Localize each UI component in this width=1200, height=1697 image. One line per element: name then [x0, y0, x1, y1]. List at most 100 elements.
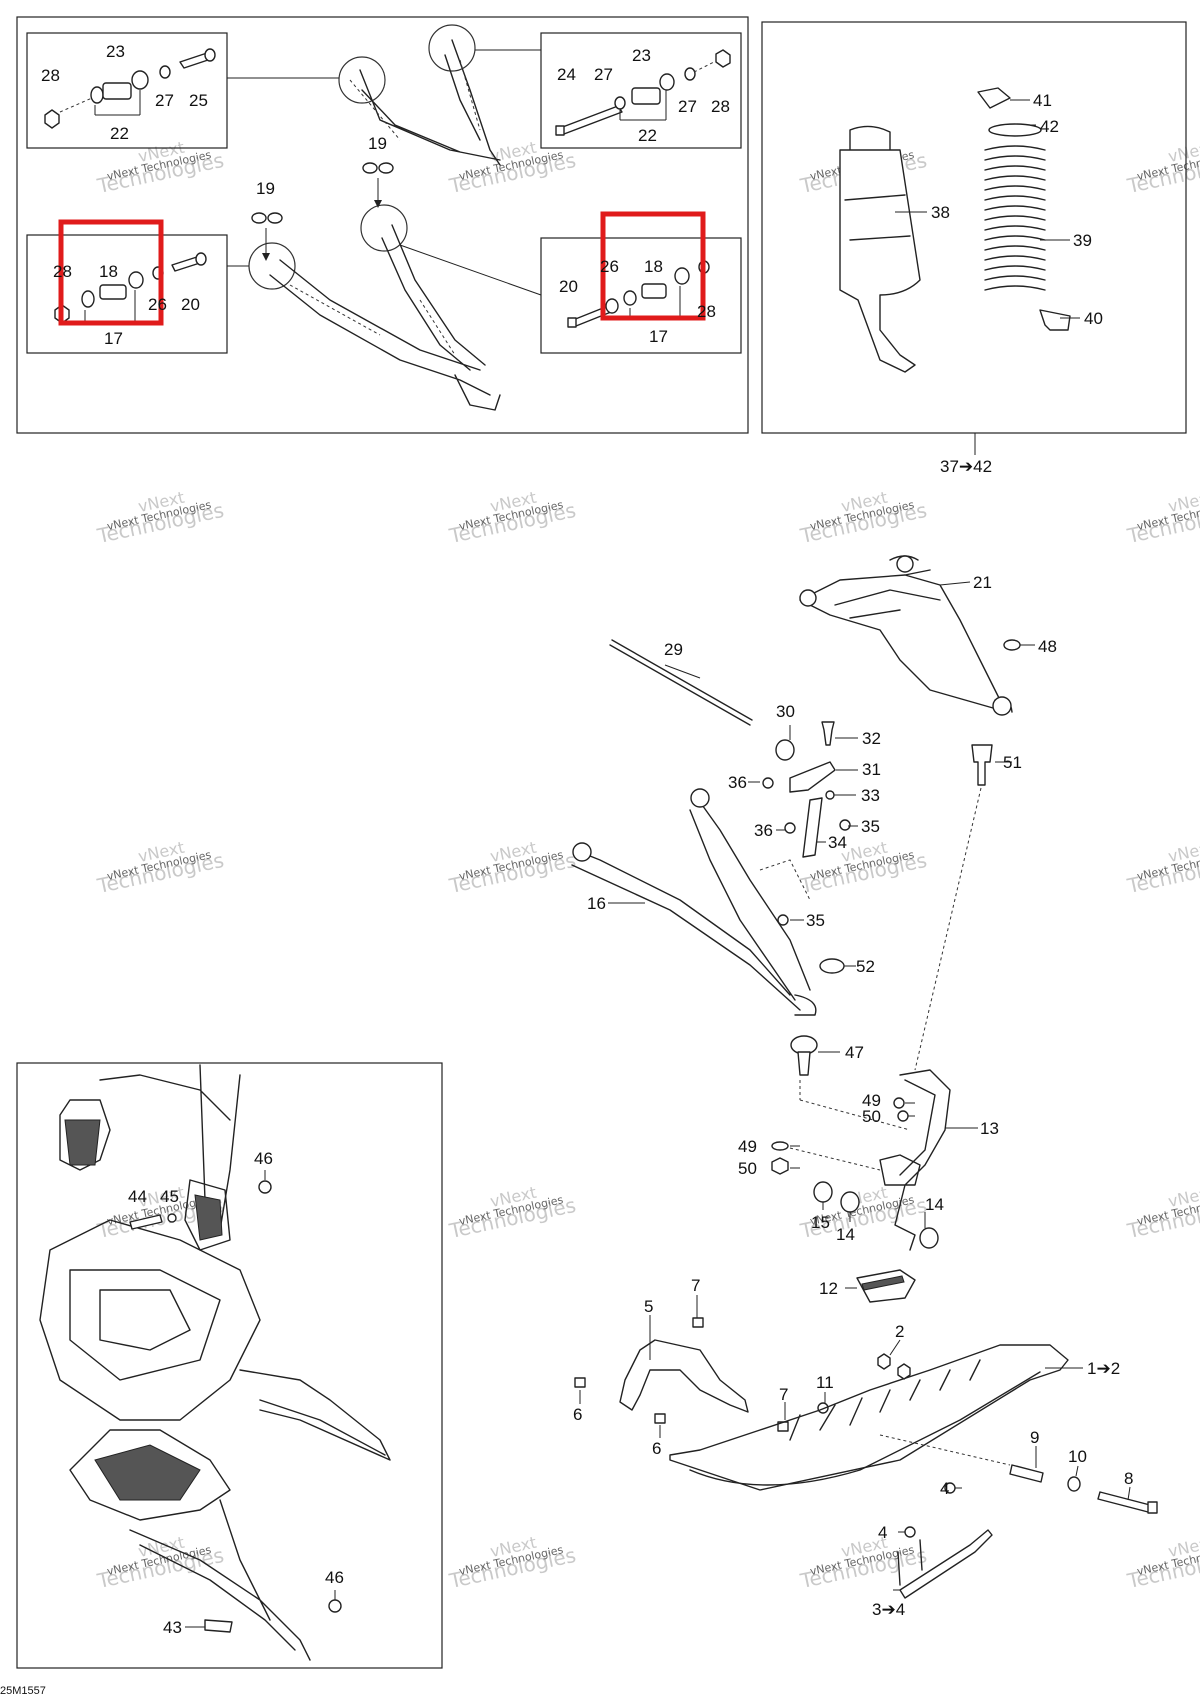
callout-3-4: 3➔4 [872, 1600, 905, 1619]
callout-17: 17 [649, 327, 668, 346]
upper-a-arm-main [799, 555, 1013, 716]
callout-6: 6 [652, 1439, 661, 1458]
chassis-drawing [39, 1064, 391, 1661]
ball-joint-47 [790, 1035, 911, 1131]
bushing-30 [775, 739, 795, 761]
callout-21: 21 [973, 573, 992, 592]
callout-11: 11 [816, 1373, 834, 1392]
callout-38: 38 [931, 203, 950, 222]
callout-7: 7 [691, 1276, 700, 1295]
callout-50: 50 [738, 1159, 757, 1178]
callout-41: 41 [1033, 91, 1052, 110]
callout-28: 28 [41, 66, 60, 85]
callout-labels: 28 23 27 25 22 24 27 23 27 28 22 19 19 2… [0, 42, 1133, 1697]
callout-20: 20 [181, 295, 200, 314]
highlight-box-right [600, 211, 706, 321]
washer-19-upper [362, 162, 394, 208]
callout-47: 47 [845, 1043, 864, 1062]
callout-27: 27 [678, 97, 697, 116]
callout-34: 34 [828, 833, 847, 852]
diagram-code: 25M1557 [0, 1685, 46, 1697]
link-34 [802, 797, 823, 858]
callout-24: 24 [557, 65, 576, 84]
callout-39: 39 [1073, 231, 1092, 250]
callout-28: 28 [697, 302, 716, 321]
callout-46: 46 [325, 1568, 344, 1587]
washer-19-lower [251, 212, 283, 261]
callout-5: 5 [644, 1297, 653, 1316]
shock-detail-frame [761, 21, 1187, 434]
washers-49-50 [771, 1141, 881, 1175]
callout-15: 15 [811, 1213, 830, 1232]
nuts-2-11 [877, 1353, 911, 1380]
callout-14: 14 [925, 1195, 944, 1214]
callout-18: 18 [644, 257, 663, 276]
bracket-31 [789, 761, 836, 793]
bolts-6-7 [574, 1317, 829, 1432]
callout-26: 26 [148, 295, 167, 314]
callout-33: 33 [861, 786, 880, 805]
callout-12: 12 [819, 1279, 838, 1298]
callout-4: 4 [878, 1523, 887, 1542]
callout-52: 52 [856, 957, 875, 976]
callout-2: 2 [895, 1322, 904, 1341]
callout-27: 27 [594, 65, 613, 84]
upper-a-arm-drawing [227, 24, 541, 166]
callout-27: 27 [155, 91, 174, 110]
callout-22: 22 [638, 126, 657, 145]
nuts-36-33-35 [762, 777, 851, 926]
callout-7: 7 [779, 1385, 788, 1404]
callout-8: 8 [1124, 1469, 1133, 1488]
callout-30: 30 [776, 702, 795, 721]
bolt-32 [821, 721, 835, 746]
callout-26: 26 [600, 257, 619, 276]
callout-36: 36 [754, 821, 773, 840]
callout-13: 13 [980, 1119, 999, 1138]
callout-49: 49 [738, 1137, 757, 1156]
tie-rod-29 [609, 639, 753, 726]
callout-48: 48 [1038, 637, 1057, 656]
pad-12 [856, 1269, 916, 1303]
lower-a-arm-main [571, 788, 817, 1016]
runner-3-4 [897, 1482, 993, 1599]
callout-43: 43 [163, 1618, 182, 1637]
callout-19: 19 [256, 179, 275, 198]
inset-top-left [26, 32, 228, 149]
leader-lines [185, 99, 1131, 1628]
inset-tr-hardware [555, 49, 731, 136]
highlight-box-left [58, 219, 164, 326]
callout-18: 18 [99, 262, 118, 281]
callout-42: 42 [1040, 117, 1059, 136]
callout-28: 28 [711, 97, 730, 116]
ring-48 [1003, 639, 1021, 651]
inset-br-hardware [567, 260, 710, 328]
lower-a-arm-drawing [227, 204, 542, 411]
chassis-detail-frame [16, 1062, 443, 1669]
ring-52 [819, 958, 845, 974]
callout-49: 49 [862, 1091, 881, 1110]
callout-22: 22 [110, 124, 129, 143]
ski-1-2 [669, 1344, 1069, 1491]
callout-19: 19 [368, 134, 387, 153]
callout-35: 35 [806, 911, 825, 930]
callout-31: 31 [862, 760, 881, 779]
ball-joint-51 [914, 744, 993, 1071]
callout-51: 51 [1003, 753, 1022, 772]
callout-45: 45 [160, 1187, 179, 1206]
callout-35: 35 [861, 817, 880, 836]
callout-1-2: 1➔2 [1087, 1359, 1120, 1378]
shock-absorber-drawing [839, 87, 1071, 455]
callout-50: 50 [862, 1107, 881, 1126]
